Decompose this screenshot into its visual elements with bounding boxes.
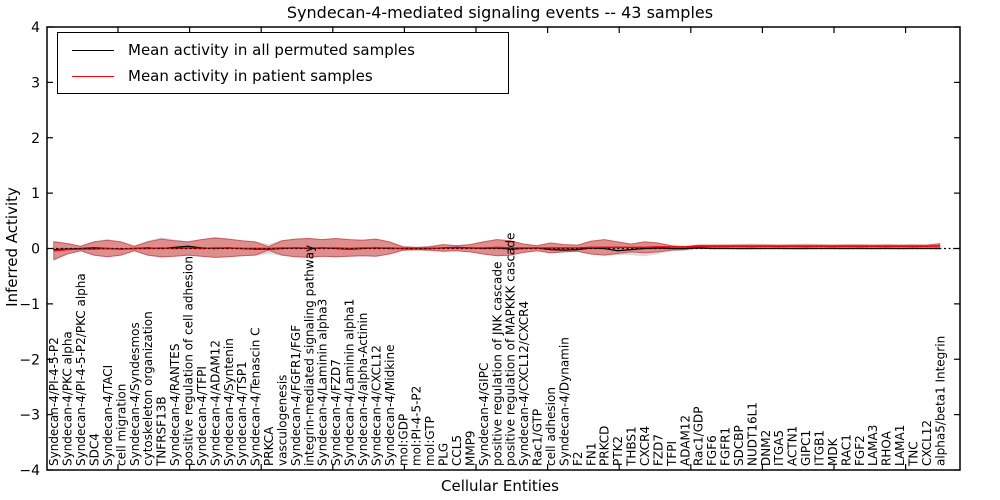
- entity-label: RAC1: [839, 434, 853, 466]
- entity-label: ADAM12: [678, 415, 692, 466]
- entity-label: TNFRSF13B: [155, 396, 169, 467]
- entity-label: DNM2: [759, 430, 773, 466]
- y-tick-label: −2: [19, 352, 40, 368]
- entity-label: Syndecan-4/Tenascin C: [249, 327, 263, 466]
- entity-label: CCL5: [450, 435, 464, 466]
- entity-label: THBS1: [625, 426, 639, 467]
- entity-label: Syndecan-4/Laminin alpha1: [343, 299, 357, 466]
- entity-label: LAMA1: [893, 425, 907, 466]
- entity-label: GIPC1: [799, 430, 813, 466]
- legend-item-patient: Mean activity in patient samples: [72, 67, 508, 85]
- entity-label: Syndecan-4/CXCL12: [369, 345, 383, 466]
- entity-label: PRKCD: [598, 426, 612, 466]
- entity-label: Syndecan-4/GIPC: [477, 363, 491, 466]
- entity-label: ITGA5: [772, 430, 786, 466]
- entity-label: vasculogenesis: [275, 375, 289, 466]
- entity-label: SDC4: [87, 433, 101, 466]
- y-tick-label: −1: [19, 297, 40, 313]
- entity-label: PRKCA: [262, 426, 276, 466]
- y-tick-label: −4: [19, 463, 40, 479]
- entity-label: Syndecan-4/Dynamin: [557, 337, 571, 466]
- entity-label: Syndecan-4/Laminin alpha3: [316, 299, 330, 466]
- entity-label: cytoskeleton organization: [141, 311, 155, 466]
- legend-label-patient: Mean activity in patient samples: [128, 67, 373, 85]
- entity-label: Syndecan-4/CXCL12/CXCR4: [517, 301, 531, 466]
- entity-label: Syndecan-4/Midkine: [383, 345, 397, 466]
- y-tick-label: 0: [31, 242, 40, 258]
- x-axis-label: Cellular Entities: [441, 477, 559, 495]
- entity-label: SDCBP: [732, 425, 746, 466]
- entity-label: Syndecan-4/TSP1: [235, 361, 249, 466]
- entity-label: Rac1/GDP: [692, 407, 706, 466]
- y-tick-label: −3: [19, 408, 40, 424]
- entity-label: Syndecan-4/PI-4-5-P2: [47, 337, 61, 466]
- legend-item-permuted: Mean activity in all permuted samples: [72, 41, 508, 59]
- entity-label: MMP9: [463, 430, 477, 466]
- entity-label: Syndecan-4/ADAM12: [208, 340, 222, 466]
- entity-label: FGFR1: [719, 427, 733, 466]
- legend-line-permuted-icon: [72, 49, 114, 51]
- entity-label: Syndecan-4/FGFR1/FGF: [289, 325, 303, 466]
- entity-label: FN1: [584, 442, 598, 466]
- y-tick-label: 2: [31, 131, 40, 147]
- entity-label: alpha5/beta1 Integrin: [933, 336, 947, 466]
- entity-label: Syndecan-4/Syntenin: [222, 338, 236, 466]
- entity-label: mol:PI-4-5-P2: [410, 386, 424, 466]
- entity-label: FGF2: [853, 435, 867, 466]
- legend: Mean activity in all permuted samples Me…: [57, 32, 509, 94]
- y-tick-label: 4: [31, 20, 40, 36]
- entity-label: Syndecan-4/alpha-Actinin: [356, 313, 370, 466]
- entity-label: integrin-mediated signaling pathway: [302, 245, 316, 466]
- entity-label: PTK2: [611, 436, 625, 466]
- entity-label: Syndecan-4/RANTES: [168, 344, 182, 466]
- entity-label: MDK: [826, 437, 840, 466]
- y-axis-label: Inferred Activity: [3, 187, 21, 307]
- entity-label: mol:GDP: [396, 414, 410, 466]
- entity-label: ACTN1: [786, 426, 800, 466]
- entity-label: CXCR4: [638, 426, 652, 466]
- entity-label: F2: [571, 451, 585, 466]
- entity-label: CXCL12: [920, 420, 934, 466]
- entity-label: mol:GTP: [423, 416, 437, 466]
- entity-label: FGF6: [705, 435, 719, 466]
- y-tick-label: 1: [31, 186, 40, 202]
- entity-label: Syndecan-4/FZD7: [329, 359, 343, 466]
- entity-label: Syndecan-4/PKC alpha: [61, 331, 75, 466]
- entity-label: positive regulation of MAPKKK cascade: [504, 233, 518, 466]
- band-patient: [53, 237, 941, 261]
- legend-label-permuted: Mean activity in all permuted samples: [128, 41, 415, 59]
- entity-label: LAMA3: [866, 425, 880, 466]
- entity-label: cell migration: [114, 384, 128, 466]
- entity-label: Syndecan-4/TFPI: [195, 366, 209, 466]
- entity-label: NUDT16L1: [745, 402, 759, 466]
- entity-label: TFPI: [665, 441, 679, 467]
- entity-label: FZD7: [651, 434, 665, 466]
- legend-line-patient-icon: [72, 75, 114, 77]
- entity-label: positive regulation of cell adhesion: [181, 256, 195, 466]
- chart-title: Syndecan-4-mediated signaling events -- …: [286, 3, 714, 22]
- y-tick-label: 3: [31, 75, 40, 91]
- entity-label: Syndecan-4/Syndesmos: [128, 322, 142, 466]
- entity-label: RHOA: [880, 430, 894, 466]
- entity-label: PLG: [437, 443, 451, 466]
- mean-line-patient: [53, 244, 940, 252]
- entity-label: ITGB1: [813, 430, 827, 466]
- entity-label: Rac1/GTP: [531, 409, 545, 466]
- entity-label: Syndecan-4/PI-4-5-P2/PKC alpha: [74, 273, 88, 466]
- entity-label: positive regulation of JNK cascade: [490, 262, 504, 466]
- entity-label: cell adhesion: [544, 387, 558, 466]
- entity-label: Syndecan-4/TACI: [101, 365, 115, 466]
- entity-label: TNC: [907, 441, 921, 467]
